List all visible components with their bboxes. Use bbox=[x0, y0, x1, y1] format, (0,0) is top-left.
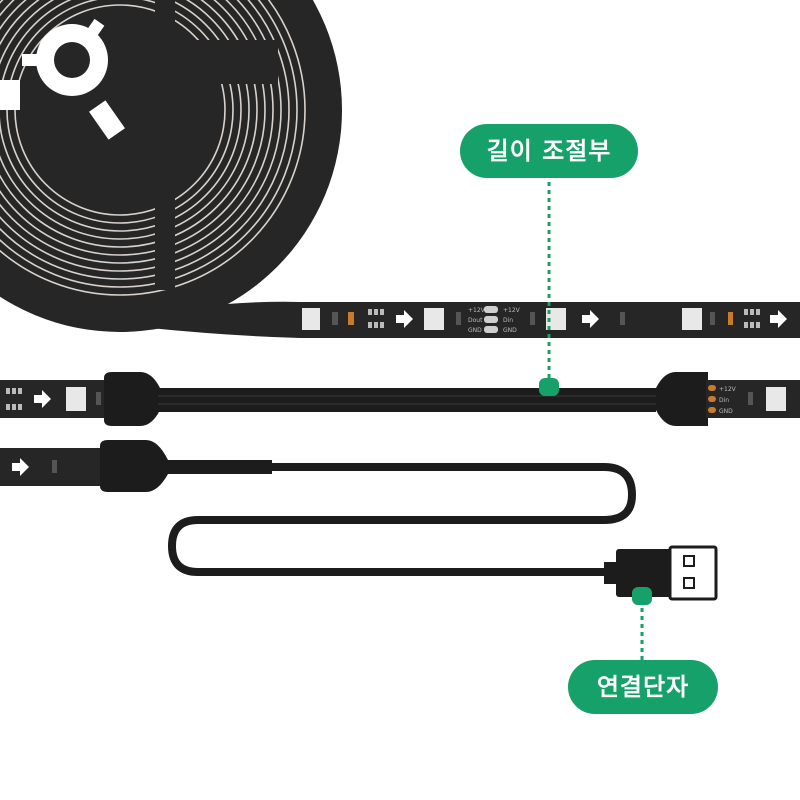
led-chip bbox=[66, 387, 86, 411]
segment-pads bbox=[744, 309, 760, 328]
resistor bbox=[530, 312, 535, 325]
led-chip bbox=[546, 308, 566, 330]
pad-label-ground-right: GND bbox=[503, 327, 517, 334]
right-arrow-icon bbox=[12, 458, 29, 476]
right-arrow-icon bbox=[34, 390, 51, 408]
pad-label-din: Din bbox=[503, 317, 513, 324]
resistor bbox=[96, 392, 101, 405]
led-strip-reel bbox=[0, 0, 342, 332]
resistor bbox=[348, 312, 354, 325]
segment-pads bbox=[6, 388, 22, 410]
usb-power-cable bbox=[100, 440, 718, 601]
connector-callout: 연결단자 bbox=[568, 660, 718, 714]
resistor bbox=[728, 312, 733, 325]
led-chip bbox=[302, 308, 320, 330]
usb-plug-icon bbox=[668, 545, 718, 601]
led-chip bbox=[424, 308, 444, 330]
pad-label-power-mid: +12V bbox=[719, 386, 737, 393]
pad-label-din-mid: Din bbox=[719, 397, 729, 404]
pad-label-power-right: +12V bbox=[503, 307, 521, 314]
pad-label-power-left: +12V bbox=[468, 307, 486, 314]
callout-leader-connector bbox=[632, 587, 652, 660]
resistor bbox=[456, 312, 461, 325]
right-arrow-icon bbox=[582, 310, 599, 328]
led-strip-middle-left bbox=[0, 380, 112, 418]
led-strip-middle-right: +12V Din GND bbox=[706, 380, 800, 418]
resistor bbox=[620, 312, 625, 325]
segment-pads bbox=[368, 309, 384, 328]
pad-label-ground-mid: GND bbox=[719, 408, 733, 415]
length-adjust-callout: 길이 조절부 bbox=[460, 124, 638, 178]
copper-solder-pads bbox=[708, 385, 716, 413]
resistor bbox=[748, 392, 753, 405]
callout-leader-length bbox=[539, 182, 559, 396]
resistor bbox=[710, 312, 715, 325]
solder-pad-block: +12V Dout GND +12V Din GND bbox=[468, 306, 521, 334]
reel-coil-windings bbox=[0, 0, 306, 296]
resistor bbox=[332, 312, 338, 325]
led-strip-top: +12V Dout GND +12V Din GND bbox=[120, 301, 800, 338]
length-adjust-extension-cable bbox=[104, 372, 708, 426]
pad-label-dout: Dout bbox=[468, 317, 483, 324]
resistor bbox=[52, 460, 57, 473]
led-chip bbox=[766, 387, 786, 411]
right-arrow-icon bbox=[396, 310, 413, 328]
right-arrow-icon bbox=[770, 310, 787, 328]
led-chip bbox=[682, 308, 702, 330]
pad-label-ground-left: GND bbox=[468, 327, 482, 334]
led-strip-bottom bbox=[0, 448, 104, 486]
